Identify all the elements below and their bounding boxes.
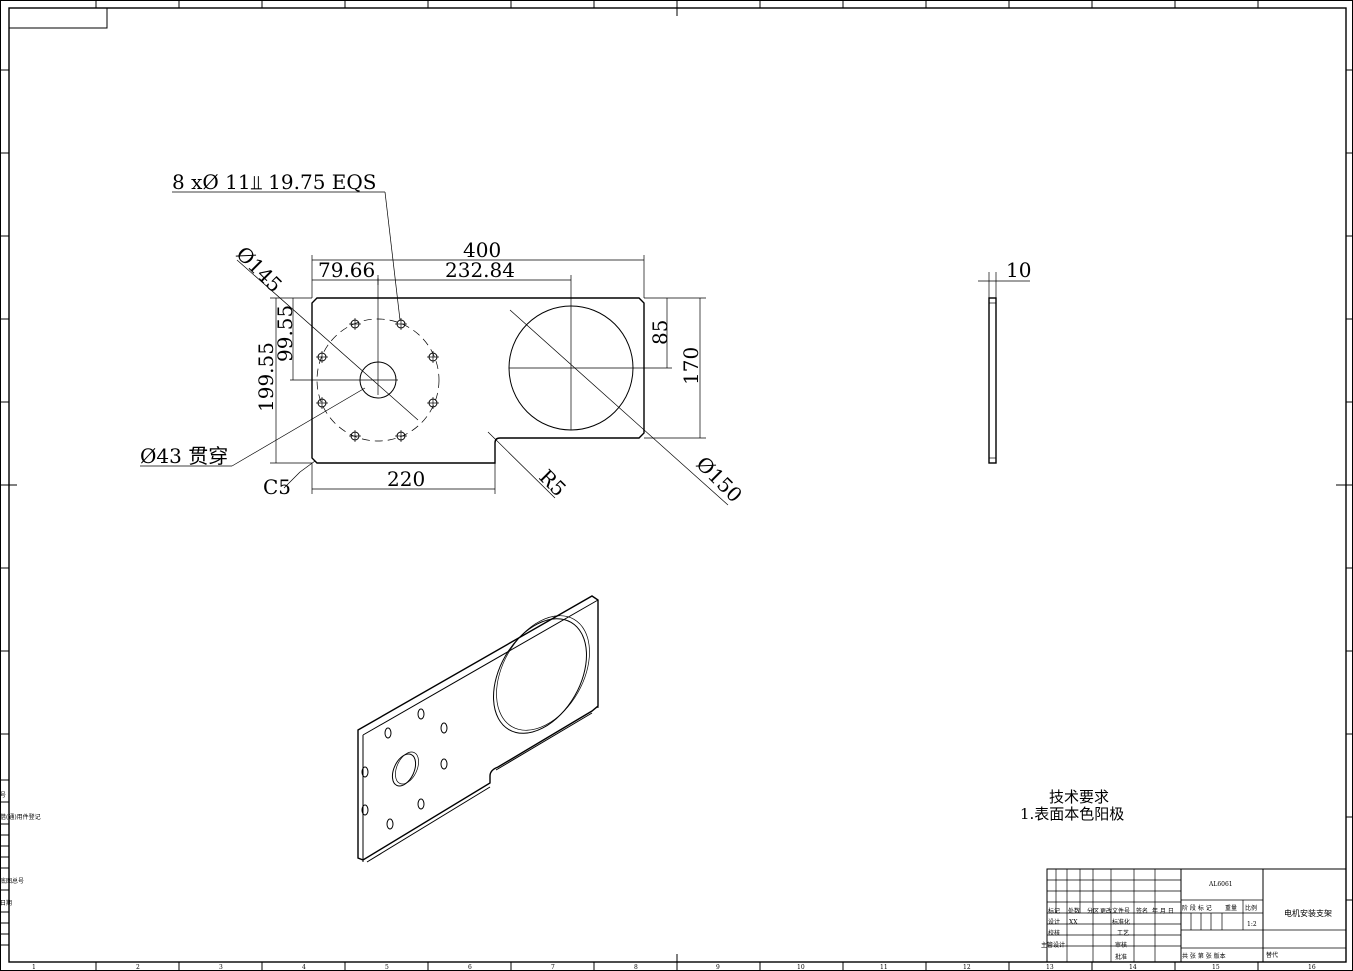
- side-profile: [988, 297, 997, 464]
- dim-chamfer: C5: [263, 475, 291, 499]
- left-register-strip: 号 借(通)用件登记 底图总号 日期: [0, 779, 41, 946]
- zone-number: 11: [880, 964, 888, 971]
- design-label: 设计: [1048, 918, 1060, 926]
- dim-bolt-circle: Ø145: [231, 242, 287, 298]
- zone-number: 3: [219, 964, 223, 971]
- register-label: 借(通)用件登记: [0, 813, 41, 821]
- date-header: 年 月 日: [1152, 907, 1174, 915]
- zone-number: 6: [468, 964, 472, 971]
- dim-right-half: 85: [648, 320, 672, 345]
- front-view: 8 xØ 11⫫ 19.75 EQS 400 79.66 232.84 Ø145…: [140, 170, 747, 507]
- stage-header: 阶 段 标 记: [1182, 904, 1212, 912]
- dim-hole-center-x: 79.66: [318, 258, 375, 282]
- dim-hole-center-y: 99.55: [273, 305, 297, 362]
- dim-height-left: 199.55: [254, 342, 278, 412]
- dim-fillet: R5: [534, 465, 571, 502]
- zone-number: 13: [1046, 964, 1054, 971]
- register-label: 日期: [0, 899, 12, 907]
- review-label: 审核: [1115, 941, 1127, 949]
- part-name: 电机安装支架: [1284, 908, 1332, 918]
- approve-label: 批准: [1115, 953, 1127, 961]
- change-doc-header: 更改文件号: [1100, 907, 1130, 915]
- register-label: 底图总号: [0, 877, 24, 885]
- zone-header: 分区: [1087, 907, 1099, 915]
- zone-number: 16: [1308, 964, 1316, 971]
- dim-center-spacing: 232.84: [445, 258, 515, 282]
- zone-ticks-top: [95, 0, 1259, 16]
- zone-number: 5: [385, 964, 389, 971]
- bolt-holes: [316, 318, 439, 442]
- dim-step-width: 220: [387, 467, 425, 491]
- hole-callout: 8 xØ 11⫫ 19.75 EQS: [172, 170, 376, 194]
- dim-center-hole: Ø43 贯穿: [140, 444, 228, 468]
- zone-number: 9: [716, 964, 720, 971]
- isometric-view: [357, 595, 599, 863]
- signature-header: 签名: [1136, 907, 1148, 915]
- zone-ticks-sides: [0, 69, 1353, 901]
- weight-header: 重量: [1225, 904, 1237, 912]
- zone-numbers: 1 2 3 4 5 6 7 8 9 10 11 12 13 14 15 16: [32, 964, 1316, 971]
- process-label: 工艺: [1117, 929, 1129, 937]
- inner-border: [8, 7, 1347, 963]
- zone-number: 10: [797, 964, 805, 971]
- supervisor-label: 主管设计: [1041, 941, 1065, 949]
- zone-number: 12: [963, 964, 971, 971]
- plate-outline: [311, 297, 645, 464]
- zone-number: 14: [1129, 964, 1137, 971]
- zone-number: 1: [32, 964, 36, 971]
- scale-value: 1:2: [1247, 921, 1257, 928]
- tech-requirements-title: 技术要求: [1049, 788, 1109, 806]
- zone-number: 7: [551, 964, 555, 971]
- replace-label: 替代: [1266, 951, 1278, 959]
- dim-overall-width: 400: [463, 238, 501, 262]
- designer-value: XX: [1069, 919, 1078, 926]
- dim-right-height: 170: [679, 347, 703, 385]
- rev-mark-header: 标记: [1048, 907, 1060, 915]
- standardization-label: 标准化: [1112, 918, 1130, 926]
- top-left-box: [8, 7, 108, 29]
- zone-ticks-bottom: [95, 954, 1259, 971]
- title-block: AL6061 电机安装支架 阶 段 标 记 重量 比例 1:2 标记 处数 分区…: [1041, 868, 1347, 963]
- count-header: 处数: [1068, 907, 1080, 915]
- check-label: 校核: [1048, 929, 1060, 937]
- sheets-label: 共 张 第 张 版本: [1182, 952, 1226, 960]
- dim-thickness: 10: [1006, 258, 1031, 282]
- dimension-lines: [140, 191, 729, 506]
- side-view: 10: [978, 258, 1031, 464]
- zone-number: 15: [1212, 964, 1220, 971]
- scale-header: 比例: [1245, 904, 1257, 912]
- zone-number: 8: [634, 964, 638, 971]
- tech-requirement-item: 1.表面本色阳极: [1020, 805, 1124, 823]
- register-label: 号: [0, 792, 6, 799]
- zone-number: 4: [302, 964, 306, 971]
- material: AL6061: [1208, 881, 1233, 888]
- zone-number: 2: [136, 964, 140, 971]
